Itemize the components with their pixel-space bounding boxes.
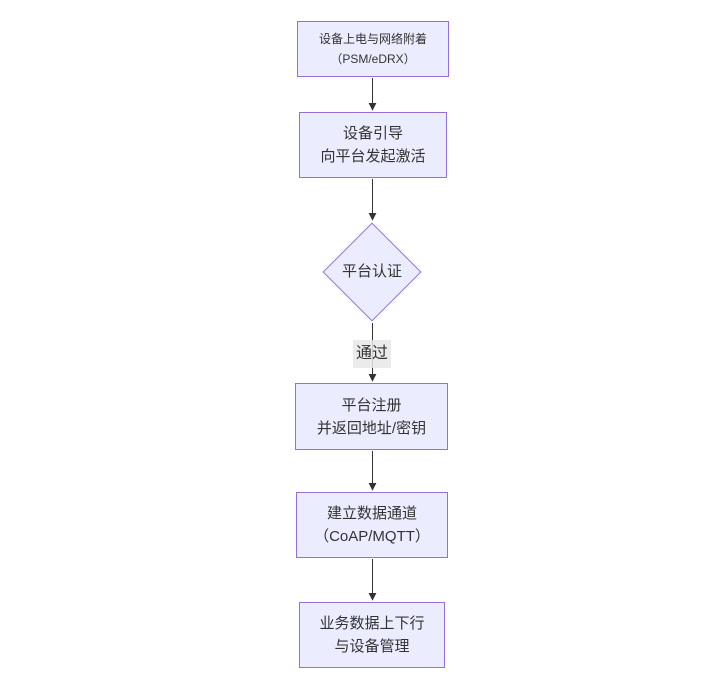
node-label-line: 平台注册 <box>341 396 402 414</box>
node-device-bootstrap: 设备引导 向平台发起激活 <box>299 112 447 178</box>
node-label-line: 设备引导 <box>342 125 403 142</box>
node-label-line: 与设备管理 <box>334 638 410 655</box>
node-label-line: 并返回地址/密钥 <box>316 419 427 437</box>
node-label-line: （CoAP/MQTT） <box>314 528 430 545</box>
node-label-line: 向平台发起激活 <box>320 148 426 165</box>
edge-label-pass: 通过 <box>352 340 392 368</box>
node-label-line: 设备上电与网络附着 <box>318 32 427 46</box>
node-platform-register: 平台注册 并返回地址/密钥 <box>295 383 448 450</box>
node-label-line: （PSM/eDRX） <box>330 52 416 66</box>
node-data-channel: 建立数据通道 （CoAP/MQTT） <box>296 492 448 558</box>
node-business-data-device-mgmt: 业务数据上下行 与设备管理 <box>299 602 445 668</box>
node-power-on-network-attach: 设备上电与网络附着 （PSM/eDRX） <box>297 21 449 77</box>
node-label-line: 业务数据上下行 <box>319 615 425 632</box>
node-label-line: 平台认证 <box>341 263 402 280</box>
node-label-line: 建立数据通道 <box>326 505 417 522</box>
